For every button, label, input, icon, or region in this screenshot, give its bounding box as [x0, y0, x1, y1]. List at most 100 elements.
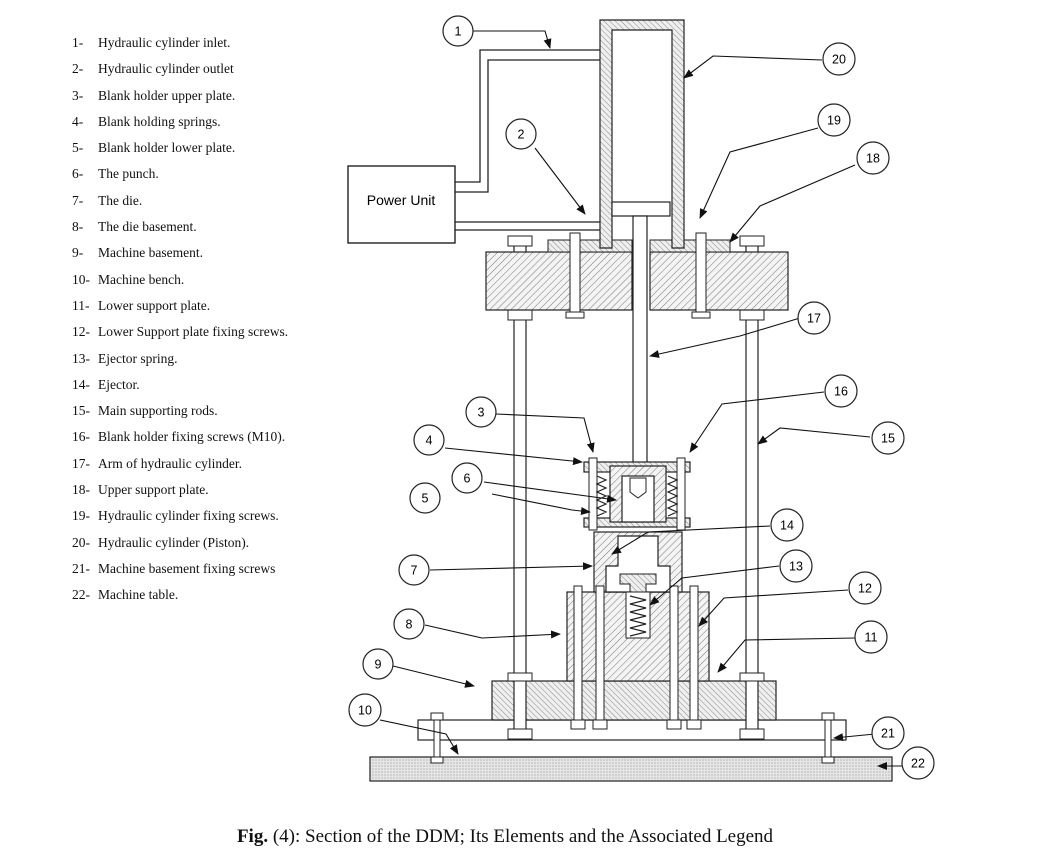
callout-7: 7: [398, 554, 430, 586]
svg-text:18: 18: [866, 152, 880, 166]
legend-item-text: Arm of hydraulic cylinder.: [98, 455, 242, 471]
legend-item: 19-Hydraulic cylinder fixing screws.: [72, 503, 342, 529]
basement-fixing-screw-right: [821, 712, 835, 764]
callout-19: 19: [817, 103, 851, 137]
legend-item-number: 19-: [72, 508, 90, 524]
upper-support-plate-right: [649, 251, 789, 311]
callout-11: 11: [854, 620, 888, 654]
callout-22: 22: [901, 746, 935, 780]
legend-item-number: 21-: [72, 560, 90, 576]
blank-spring-left: [595, 475, 608, 517]
support-screw: [669, 585, 679, 721]
legend-item-number: 5-: [72, 140, 84, 156]
svg-text:17: 17: [807, 312, 821, 326]
svg-text:6: 6: [464, 472, 471, 486]
callout-10: 10: [348, 693, 382, 727]
hydraulic-cylinder: [599, 19, 685, 249]
legend-item: 10-Machine bench.: [72, 267, 342, 293]
power-unit-box: [347, 165, 456, 244]
svg-text:9: 9: [375, 658, 382, 672]
svg-text:5: 5: [422, 492, 429, 506]
legend-item: 16- Blank holder fixing screws (M10).: [72, 424, 342, 450]
legend-item-number: 16-: [72, 429, 90, 445]
svg-text:2: 2: [518, 128, 525, 142]
legend-item-number: 3-: [72, 87, 84, 103]
legend-item: 22- Machine table.: [72, 582, 342, 608]
callout-5: 5: [409, 482, 441, 514]
legend-item-number: 10-: [72, 271, 90, 287]
callout-20: 20: [822, 42, 856, 76]
support-screw: [573, 585, 583, 721]
callout-3: 3: [465, 396, 497, 428]
callout-14: 14: [770, 508, 804, 542]
legend-item-text: Ejector spring.: [98, 350, 178, 366]
figure-caption: Fig. (4): Section of the DDM; Its Elemen…: [0, 826, 1010, 848]
callout-4: 4: [413, 424, 445, 456]
ddm-section-diagram: Power Unit 1 2 3: [347, 15, 935, 782]
legend-item: 15- Main supporting rods.: [72, 398, 342, 424]
legend-item-text: Blank holder fixing screws (M10).: [98, 429, 286, 445]
basement-fixing-screw-left: [430, 712, 444, 764]
legend-item-number: 20-: [72, 534, 90, 550]
legend-item-number: 22-: [72, 587, 90, 603]
legend-item-text: Machine basement.: [98, 245, 203, 261]
legend-item: 17- Arm of hydraulic cylinder.: [72, 451, 342, 477]
legend-item-text: The die basement.: [98, 219, 197, 235]
callout-9: 9: [362, 648, 394, 680]
legend-item-text: Blank holding springs.: [98, 113, 221, 129]
legend-item: 13- Ejector spring.: [72, 346, 342, 372]
legend-item: 12-Lower Support plate fixing screws.: [72, 319, 342, 345]
legend-item: 14-Ejector.: [72, 372, 342, 398]
legend-item-text: Blank holder upper plate.: [98, 87, 236, 103]
svg-text:16: 16: [834, 385, 848, 399]
legend-item-number: 13-: [72, 350, 90, 366]
legend-item-number: 7-: [72, 192, 84, 208]
legend-item-text: Machine table.: [98, 587, 179, 603]
legend-item-text: The punch.: [98, 166, 159, 182]
legend-item: 6- The punch.: [72, 161, 342, 187]
legend-item: 7- The die.: [72, 188, 342, 214]
legend-item-text: Blank holder lower plate.: [98, 140, 236, 156]
svg-text:14: 14: [780, 519, 794, 533]
machine-basement: [491, 680, 777, 721]
svg-text:13: 13: [789, 560, 803, 574]
svg-text:11: 11: [865, 631, 878, 645]
svg-text:12: 12: [858, 582, 872, 596]
legend-item-text: Main supporting rods.: [98, 403, 218, 419]
legend-item: 1-Hydraulic cylinder inlet.: [72, 30, 342, 56]
legend: 1-Hydraulic cylinder inlet.2-Hydraulic c…: [72, 30, 342, 609]
legend-item-number: 8-: [72, 219, 84, 235]
blank-spring-right: [666, 475, 679, 517]
legend-item: 8- The die basement.: [72, 214, 342, 240]
legend-item-number: 6-: [72, 166, 84, 182]
callout-6: 6: [451, 462, 483, 494]
legend-item: 5- Blank holder lower plate.: [72, 135, 342, 161]
callout-21: 21: [871, 716, 905, 750]
figure-label: Fig.: [236, 826, 269, 847]
svg-text:20: 20: [832, 53, 846, 67]
legend-item-text: Hydraulic cylinder inlet.: [98, 35, 231, 50]
callout-8: 8: [393, 608, 425, 640]
legend-item-number: 15-: [72, 403, 90, 419]
callout-13: 13: [779, 549, 813, 583]
support-screw: [595, 585, 605, 721]
power-unit-label: Power Unit: [367, 192, 436, 208]
legend-item-text: Upper support plate.: [98, 482, 209, 498]
callout-15: 15: [871, 421, 905, 455]
callout-2: 2: [505, 118, 537, 150]
legend-item-text: Lower support plate.: [98, 297, 211, 313]
svg-text:8: 8: [406, 618, 413, 632]
hydraulic-line-inlet-inner: [455, 59, 600, 193]
legend-item: 9-Machine basement.: [72, 240, 342, 266]
svg-text:7: 7: [411, 564, 418, 578]
piston-head: [611, 201, 671, 217]
upper-support-plate-left: [485, 251, 633, 311]
machine-bench: [417, 719, 847, 741]
legend-item-text: Hydraulic cylinder outlet: [98, 61, 234, 77]
legend-item: 3- Blank holder upper plate.: [72, 83, 342, 109]
legend-item-text: The die.: [98, 192, 143, 208]
legend-item-number: 17-: [72, 455, 90, 471]
legend-item-text: Machine basement fixing screws: [98, 560, 276, 576]
callout-1: 1: [442, 15, 474, 47]
callout-12: 12: [848, 571, 882, 605]
